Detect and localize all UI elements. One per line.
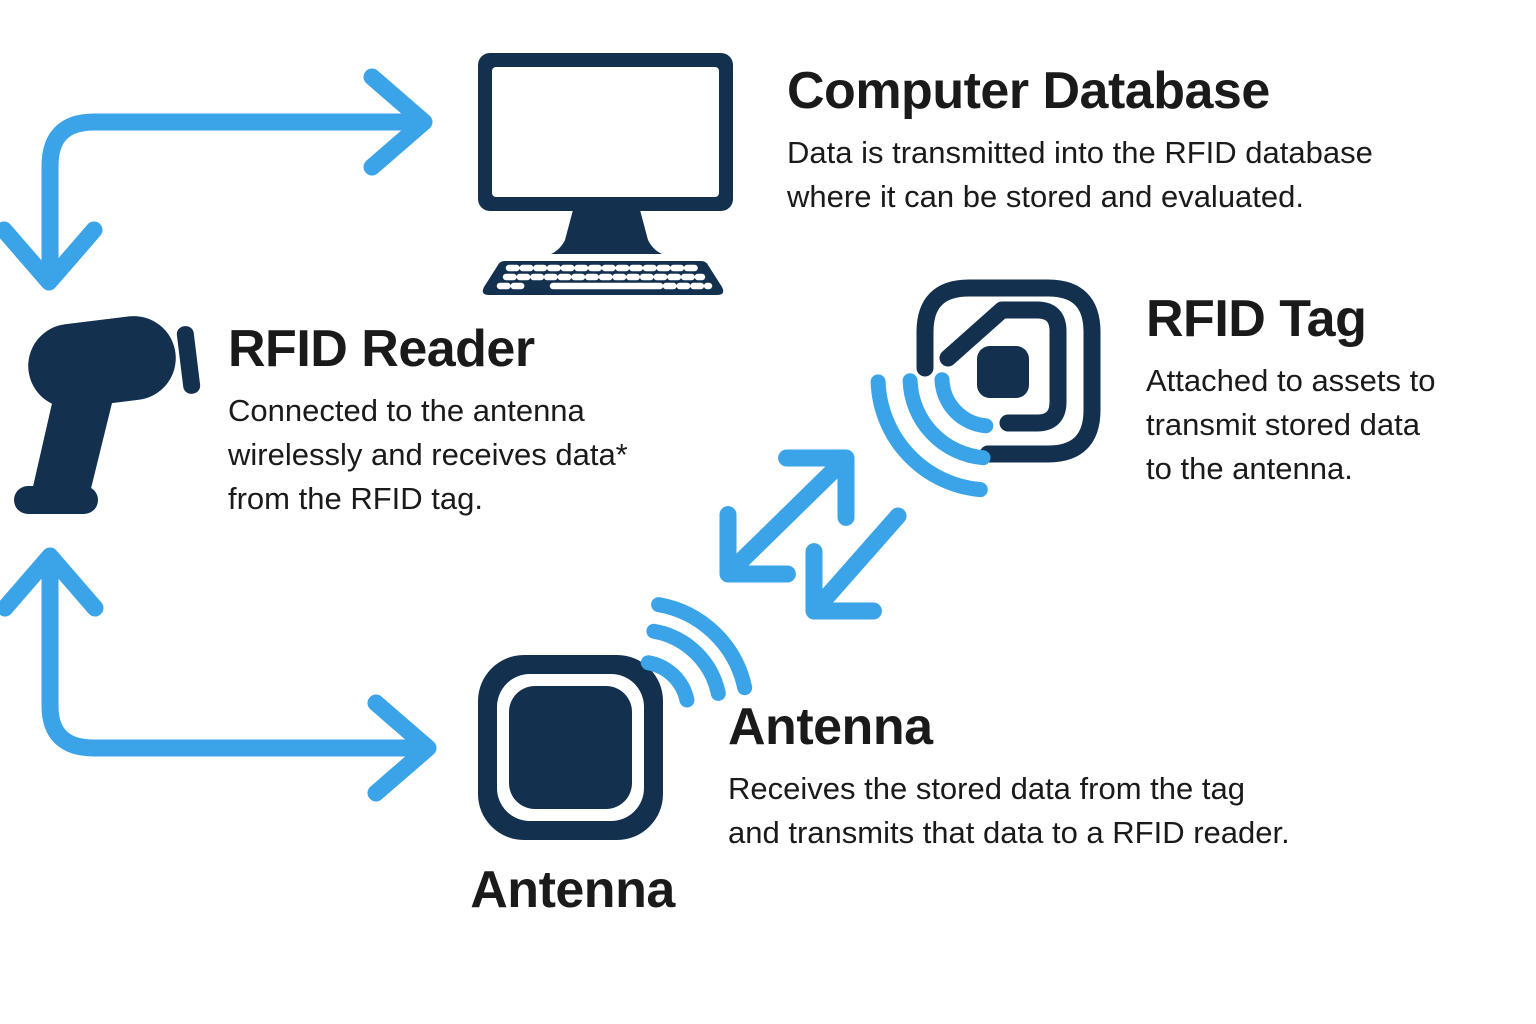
rfid-tag-description: Attached to assets to transmit stored da… <box>1146 359 1436 491</box>
description-line: from the RFID tag. <box>228 480 483 516</box>
arrowhead-up-right-icon <box>778 449 855 526</box>
rfid-tag-icon <box>870 279 1101 498</box>
desktop-computer-icon <box>478 53 733 295</box>
antenna-reader-arrow <box>0 547 437 802</box>
tag-antenna-arrow <box>805 507 907 620</box>
arrowhead-right-icon <box>367 694 437 802</box>
computer-database-title: Computer Database <box>787 62 1270 120</box>
rfid-tag-node: RFID Tag Attached to assets to transmit … <box>1146 292 1436 491</box>
description-line: Attached to assets to <box>1146 362 1436 398</box>
description-line: and transmits that data to a RFID reader… <box>728 814 1290 850</box>
arrowhead-down-left-icon <box>805 543 882 620</box>
rfid-reader-title: RFID Reader <box>228 320 535 378</box>
description-line: Receives the stored data from the tag <box>728 770 1245 806</box>
description-line: Connected to the antenna <box>228 392 585 428</box>
arrowhead-down-left-icon <box>719 506 796 583</box>
antenna-tag-double-arrow <box>719 449 855 583</box>
computer-database-node: Computer Database Data is transmitted in… <box>787 64 1373 219</box>
handheld-scanner-icon <box>14 316 201 514</box>
antenna-node: Antenna Receives the stored data from th… <box>728 700 1290 855</box>
description-line: to the antenna. <box>1146 450 1353 486</box>
description-line: transmit stored data <box>1146 406 1420 442</box>
antenna-description: Receives the stored data from the tag an… <box>728 767 1290 855</box>
description-line: Data is transmitted into the RFID databa… <box>787 134 1373 170</box>
antenna-caption: Antenna <box>470 861 675 919</box>
antenna-pad-icon <box>478 597 753 840</box>
arrowhead-right-icon <box>363 68 433 176</box>
reader-computer-arrow <box>0 68 433 291</box>
description-line: where it can be stored and evaluated. <box>787 178 1305 214</box>
antenna-title: Antenna <box>728 698 933 756</box>
tag-signal-waves-icon <box>870 372 994 498</box>
arrowhead-up-icon <box>0 547 104 617</box>
rfid-reader-node: RFID Reader Connected to the antenna wir… <box>228 322 628 521</box>
rfid-tag-title: RFID Tag <box>1146 290 1367 348</box>
computer-database-description: Data is transmitted into the RFID databa… <box>787 131 1373 219</box>
description-line: wirelessly and receives data* <box>228 436 628 472</box>
antenna-signal-waves-icon <box>640 597 753 708</box>
arrowhead-down-icon <box>0 221 103 291</box>
rfid-reader-description: Connected to the antenna wirelessly and … <box>228 389 628 521</box>
